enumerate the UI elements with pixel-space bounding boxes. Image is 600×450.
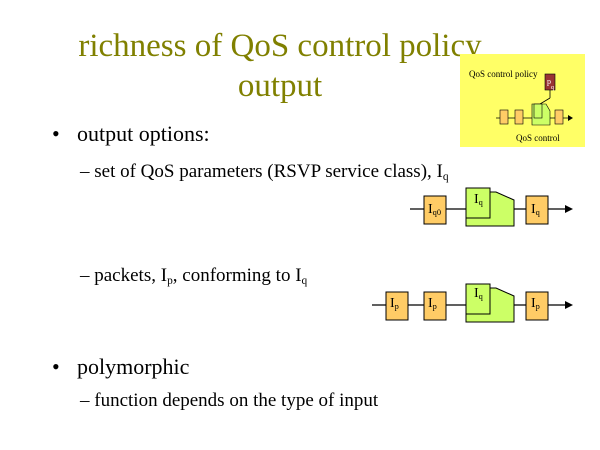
subscript: q — [442, 170, 449, 183]
param-box — [423, 195, 447, 225]
subitem-qos-parameters: – set of QoS parameters (RSVP service cl… — [80, 162, 449, 183]
inset-label-top: QoS control policy — [469, 69, 538, 79]
packet-box-label: Ip — [531, 296, 540, 312]
inset-label-bottom: QoS control — [516, 133, 560, 143]
subitem-dash: – — [80, 161, 90, 182]
inset-chain-box — [514, 109, 524, 125]
bullet-output-options: output options: — [77, 121, 210, 146]
param-box — [465, 187, 491, 219]
param-box-label: Iq — [474, 286, 483, 302]
subitem-function-depends: – function depends on the type of input — [80, 390, 379, 411]
inset-policy-box-sub: q — [551, 85, 554, 91]
inset-chain-box — [533, 103, 543, 119]
packet-box-label: Ip — [390, 296, 399, 312]
diagram-packets-flow — [372, 283, 573, 323]
packet-box — [385, 291, 409, 321]
subitem-dash: – — [80, 390, 90, 411]
inset-diagram: p q QoS control policy QoS control — [460, 54, 585, 147]
diagram-parameters-flow — [410, 187, 573, 227]
subitem-text: set of QoS parameters (RSVP service clas… — [94, 161, 443, 182]
inset-chain-box — [554, 109, 564, 125]
flow-arrowhead — [565, 301, 573, 309]
inset-diagram-svg: p q — [496, 73, 573, 126]
param-box-label: Iq0 — [428, 202, 442, 218]
flow-arrowhead — [565, 205, 573, 213]
bullet-marker: • — [52, 354, 60, 379]
inset-chain-arrowhead — [568, 115, 573, 121]
inset-chain-box — [499, 109, 509, 125]
param-box — [525, 195, 549, 225]
packet-box — [525, 291, 549, 321]
subitem-packets: – packets, Ip, conforming to Iq — [80, 265, 308, 287]
param-box-label: Iq — [474, 192, 483, 208]
slide-title-line1: richness of QoS control policy — [78, 28, 482, 64]
packet-box-label: Ip — [428, 296, 437, 312]
inset-policy-box-label: p — [547, 77, 551, 86]
slide-title-line2: output — [237, 68, 323, 104]
bullet-marker: • — [52, 121, 60, 146]
param-box-label: Iq — [531, 202, 540, 218]
param-box — [465, 283, 491, 315]
packet-box — [423, 291, 447, 321]
subitem-dash: – — [80, 265, 90, 286]
bullet-polymorphic: polymorphic — [77, 354, 190, 379]
